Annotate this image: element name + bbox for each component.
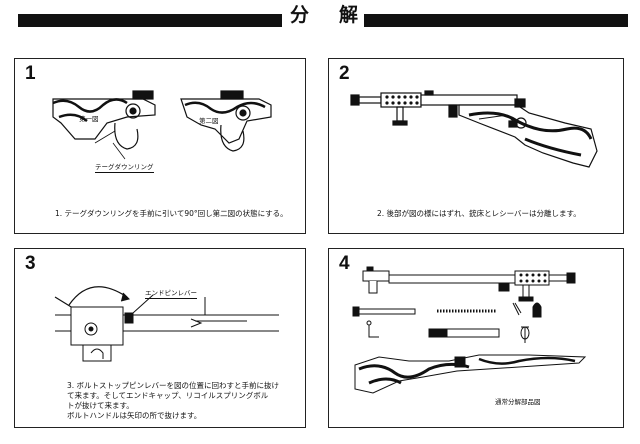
step-3-panel: 3 エンドピンレバー 3. ボルトストップピンレバーを図の位置に回わすと手前に抜… — [14, 248, 306, 428]
step-3-caption-line: トが抜けて来ます。 — [67, 401, 134, 410]
step-4-illustration — [352, 266, 587, 394]
second-figure-label: 第二図 — [199, 117, 219, 125]
first-figure — [52, 90, 156, 150]
step-4-number: 4 — [339, 253, 350, 274]
step-3-caption: 3. ボルトストップピンレバーを図の位置に回わすと手前に抜け て来ます。そしてエ… — [67, 381, 279, 421]
takedown-ring-callout: テーグダウンリング — [95, 163, 154, 173]
header-bar-right — [364, 14, 628, 27]
step-1-illustration — [52, 90, 272, 160]
header-title-char-1: 分 — [290, 4, 310, 26]
step-2-panel: 2 2. 後部が図の様には — [328, 58, 624, 234]
step-3-number: 3 — [25, 253, 36, 274]
step-3-caption-line: ボルトハンドルは矢印の所で抜けます。 — [67, 411, 202, 420]
first-figure-label: 第一図 — [79, 115, 99, 123]
step-4-panel: 4 — [328, 248, 624, 428]
step-3-caption-line: て来ます。そしてエンドキャップ、リコイルスプリングボル — [67, 391, 269, 400]
parts-diagram-label: 通常分解部品図 — [495, 398, 541, 406]
step-1-caption: 1. テーグダウンリングを手前に引いて90°回し第二図の状態にする。 — [55, 209, 288, 218]
header-title-char-2: 解 — [339, 4, 359, 26]
step-2-illustration — [350, 90, 598, 168]
step-2-number: 2 — [339, 63, 350, 84]
step-3-illustration — [54, 286, 279, 362]
step-1-panel: 1 第一図 第二図 テーグダウンリング 1. テーグダウンリングを手前に引いて9… — [14, 58, 306, 234]
step-1-number: 1 — [25, 63, 36, 84]
header-bar-left — [18, 14, 282, 27]
step-3-caption-line: 3. ボルトストップピンレバーを図の位置に回わすと手前に抜け — [67, 381, 280, 390]
second-figure — [180, 90, 272, 152]
step-2-caption: 2. 後部が図の様にはずれ、銃床とレシーバーは分離します。 — [377, 209, 581, 218]
end-pin-lever-callout: エンドピンレバー — [145, 289, 197, 299]
